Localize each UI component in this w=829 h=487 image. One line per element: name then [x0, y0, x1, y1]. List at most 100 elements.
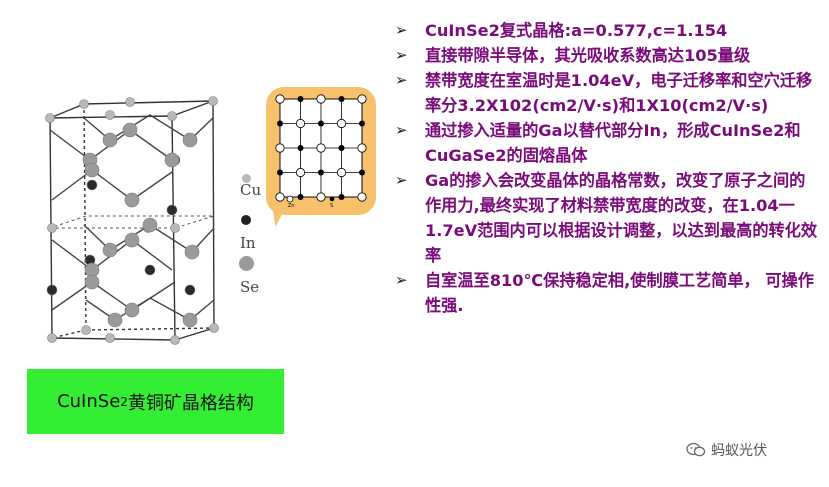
bullet-item: ➢自室温至810℃保持稳定相,使制膜工艺简单， 可操作性强. — [395, 268, 820, 318]
se-atom — [102, 132, 118, 148]
legend-label-se: Se — [240, 278, 260, 296]
zn-atom — [357, 143, 367, 153]
in-atom — [46, 284, 58, 296]
zincblende-inset-diagram: Zn S — [275, 94, 367, 209]
se-atom — [164, 152, 180, 168]
s-atom — [359, 169, 365, 176]
se-atom — [122, 122, 138, 138]
arrow-bullet-icon: ➢ — [395, 271, 408, 289]
atom-legend: Cu In Se — [236, 168, 276, 300]
cell-edge — [51, 329, 87, 339]
se-atom — [184, 244, 200, 260]
in-atom — [166, 204, 178, 216]
bond-line — [85, 297, 215, 321]
cu-atom — [79, 99, 89, 109]
legend-label-in: In — [240, 234, 256, 252]
zn-atom — [316, 143, 326, 153]
cell-edge — [212, 100, 215, 329]
cu-atom — [45, 113, 55, 123]
bullet-item: ➢Ga的掺入会改变晶体的晶格常数，改变了原子之间的作用力,最终实现了材料禁带宽度… — [395, 168, 820, 268]
zn-legend-atom — [286, 195, 294, 203]
se-atom — [142, 217, 158, 233]
legend-item-se: Se — [236, 256, 276, 300]
cu-atom — [209, 323, 219, 333]
se-atom — [124, 302, 140, 318]
se-atom — [124, 192, 140, 208]
s-atom — [297, 96, 304, 102]
cu-atom — [47, 223, 57, 233]
cell-edge — [85, 327, 215, 331]
s-atom — [318, 169, 324, 176]
bullet-item: ➢直接带隙半导体，其光吸收系数高达105量级 — [395, 43, 820, 68]
s-atom — [297, 145, 304, 151]
cu-atom — [208, 96, 218, 106]
in-atom — [144, 264, 156, 276]
in-atom — [86, 179, 98, 191]
cell-edge — [49, 103, 85, 119]
zn-atom — [357, 192, 367, 202]
bullet-item: ➢禁带宽度在室温时是1.04eV，电子迁移率和空穴迁移率分3.2X102(cm2… — [395, 68, 820, 118]
se-atom — [124, 232, 140, 248]
zn-atom — [275, 94, 285, 104]
s-legend-atom — [329, 196, 335, 202]
zn-atom — [316, 94, 326, 104]
s-atom — [338, 96, 345, 102]
cu-atom — [170, 223, 180, 233]
legend-label-cu: Cu — [240, 181, 262, 199]
s-atom — [338, 145, 345, 151]
bond-line — [51, 169, 173, 201]
se-atom-icon — [239, 256, 254, 271]
zn-atom — [295, 118, 306, 129]
cu-atom — [125, 97, 135, 107]
cell-edge — [174, 327, 215, 341]
legend-item-cu: Cu — [236, 168, 276, 212]
arrow-bullet-icon: ➢ — [395, 171, 408, 189]
arrow-bullet-icon: ➢ — [395, 71, 408, 89]
in-atom-icon — [241, 215, 251, 225]
bond-line — [83, 114, 214, 141]
s-atom — [359, 120, 365, 127]
se-atom — [84, 274, 100, 290]
bullet-item: ➢CuInSe2复式晶格:a=0.577,c=1.154 — [395, 18, 820, 43]
cell-edge — [171, 100, 214, 117]
zn-atom — [336, 118, 347, 129]
se-atom — [102, 242, 118, 258]
s-atom — [297, 194, 304, 200]
caption-formula: CuInSe — [57, 391, 121, 412]
zn-atom — [295, 167, 306, 178]
in-atom — [184, 284, 196, 296]
zn-atom — [336, 167, 347, 178]
zn-atom — [316, 192, 326, 202]
se-atom — [107, 312, 123, 328]
s-atom — [277, 120, 283, 127]
cell-edge — [83, 100, 214, 105]
zincblende-callout: Zn S — [266, 87, 376, 215]
cu-atom — [81, 325, 91, 335]
cu-atom — [167, 111, 177, 121]
inset-label-zn: Zn — [288, 203, 295, 209]
se-atom — [182, 312, 198, 328]
mid-plane — [49, 215, 215, 229]
s-atom — [338, 194, 345, 200]
watermark-text: 蚂蚁光伏 — [711, 443, 767, 459]
legend-item-in: In — [236, 212, 276, 256]
zn-atom — [275, 192, 285, 202]
cu-atom-icon — [242, 174, 251, 183]
s-atom — [318, 120, 324, 127]
caption-subscript: 2 — [120, 394, 128, 409]
bond-line — [51, 281, 176, 311]
arrow-bullet-icon: ➢ — [395, 121, 408, 139]
s-atom — [277, 169, 283, 176]
watermark: 蚂蚁光伏 — [686, 440, 767, 460]
property-bullet-list: ➢CuInSe2复式晶格:a=0.577,c=1.154 ➢直接带隙半导体，其光… — [395, 18, 820, 318]
cu-atom — [47, 333, 57, 343]
cu-atom — [105, 110, 115, 120]
zn-atom — [275, 143, 285, 153]
cu-atom — [170, 335, 180, 345]
bullet-item: ➢通过掺入适量的Ga以替代部分In，形成CuInSe2和CuGaSe2的固熔晶体 — [395, 118, 820, 168]
zn-atom — [357, 94, 367, 104]
wechat-icon — [686, 442, 706, 457]
arrow-bullet-icon: ➢ — [395, 21, 408, 39]
